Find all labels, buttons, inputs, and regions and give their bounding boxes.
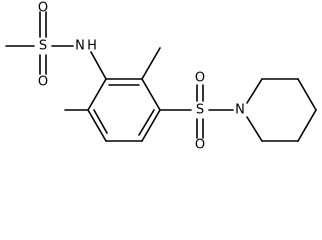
bond-pip-n-c1	[246, 78, 263, 104]
atom-n-amide: N	[75, 39, 85, 54]
atom-o-sulfonamide-top: O	[38, 1, 48, 16]
bond-n-c1	[90, 51, 107, 80]
bond-c2-methyl	[141, 47, 161, 80]
bond-pip-c5-n	[246, 116, 263, 142]
bond-pip-c2-c3	[297, 78, 317, 111]
atom-o-sulfonamide-bottom: O	[38, 75, 48, 90]
atom-h-amide: H	[87, 39, 97, 54]
bond-ring-c5-c6	[87, 109, 107, 142]
bond-ring-c6-c1	[87, 78, 107, 111]
bond-ring-c3-c4	[141, 109, 161, 142]
bond-pip-c3-c4	[297, 109, 317, 142]
atom-o-sulfonyl-bottom: O	[195, 138, 205, 153]
atom-label-layer: S O O N H S O O N	[38, 1, 245, 153]
bond-ring-inner-c	[93, 109, 108, 134]
atom-o-sulfonyl-top: O	[195, 71, 205, 86]
atom-s-sulfonyl: S	[196, 103, 204, 118]
atom-s-sulfonamide: S	[39, 39, 47, 54]
bond-layer	[5, 11, 317, 142]
atom-n-piperidine: N	[235, 103, 245, 118]
chemical-structure-diagram: S O O N H S O O N	[5, 1, 317, 153]
bond-ring-c2-c3	[141, 78, 161, 111]
bond-ring-inner-b	[138, 109, 155, 136]
